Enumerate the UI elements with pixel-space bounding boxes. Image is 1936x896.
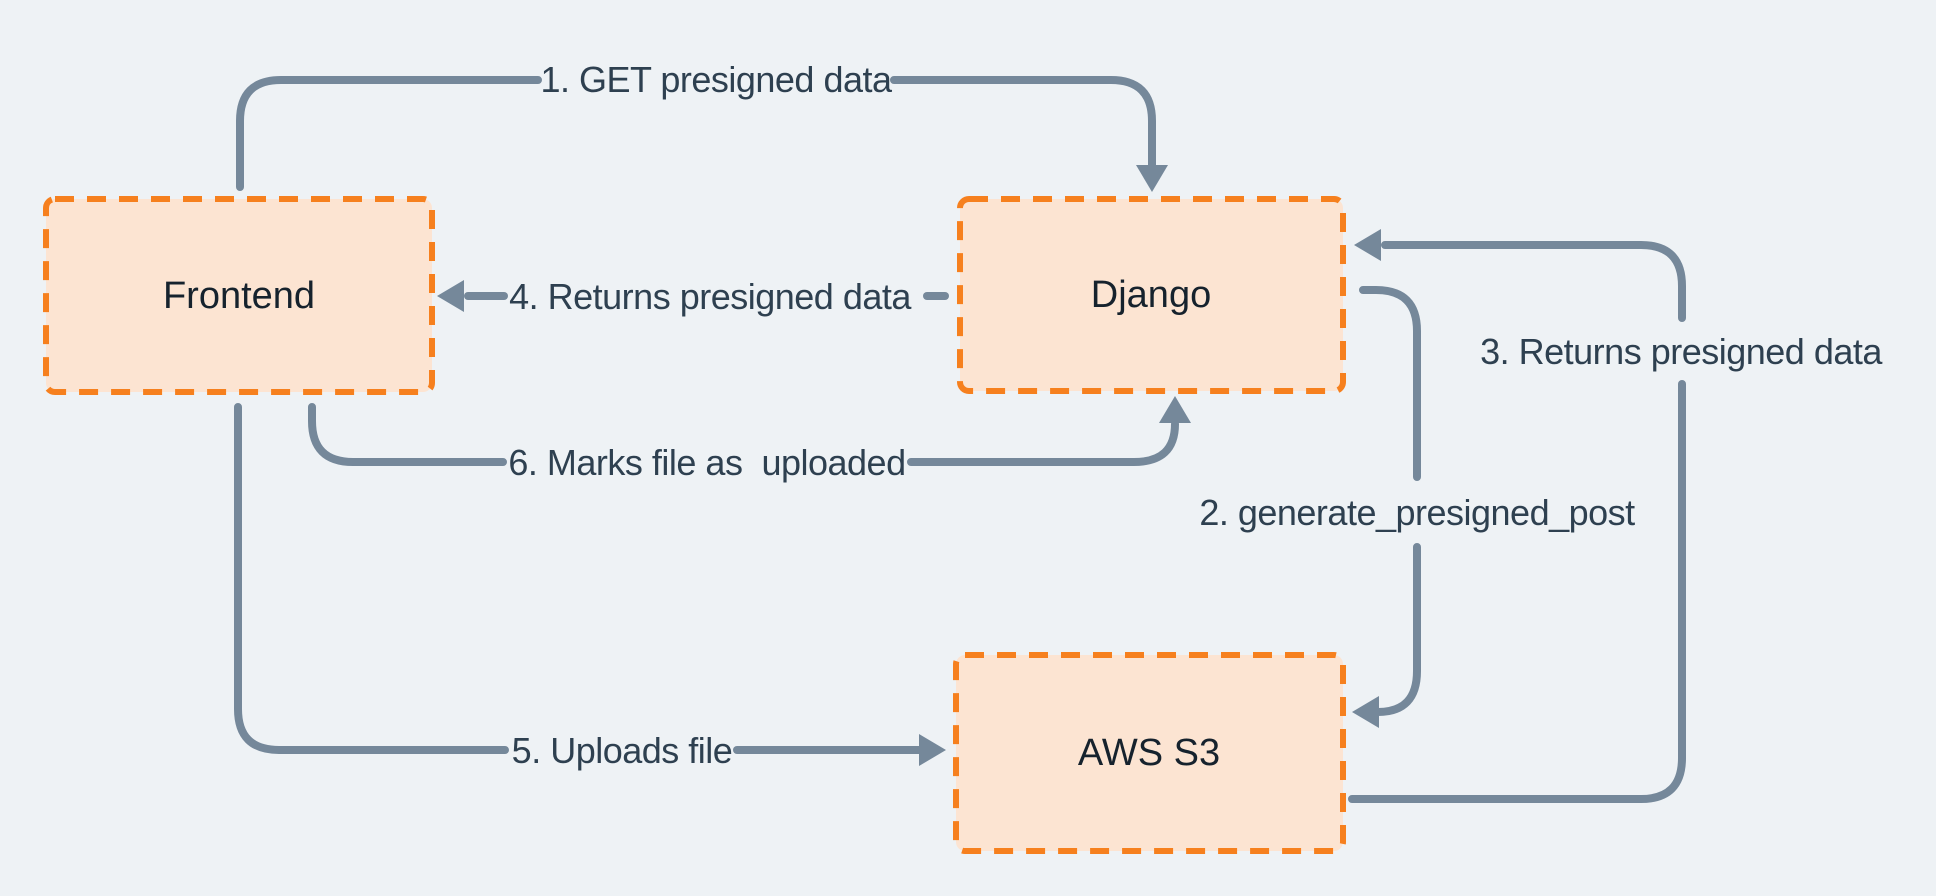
edge-6-label: 6. Marks file as uploaded	[508, 442, 906, 483]
edge-6-path-end	[907, 420, 1179, 466]
edge-2-arrowhead-left-icon	[1352, 696, 1379, 728]
edge-5-label: 5. Uploads file	[511, 730, 733, 771]
django-box	[957, 196, 1346, 394]
edge-6-path-start	[308, 403, 507, 466]
edge-2-path-end	[1374, 543, 1421, 716]
frontend-box-label: Frontend	[162, 275, 316, 317]
aws-s3-box-label: AWS S3	[1077, 732, 1221, 774]
edge-2-path-start	[1359, 286, 1421, 481]
aws-s3-box	[953, 652, 1346, 854]
edge-1-path-end	[890, 76, 1156, 170]
edge-1-label: 1. GET presigned data	[540, 59, 892, 100]
edge-5-arrowhead-right-icon	[919, 734, 946, 766]
edge-5-path-start	[234, 403, 509, 754]
edge-1-path-start	[236, 76, 542, 191]
edge-3-path-end	[1381, 241, 1686, 322]
edge-3-arrowhead-left-icon	[1354, 229, 1381, 261]
edge-1-arrowhead-down-icon	[1136, 165, 1168, 192]
edge-4-arrowhead-left-icon	[437, 280, 464, 312]
edge-3-label: 3. Returns presigned data	[1480, 331, 1882, 372]
django-box-label: Django	[1090, 274, 1212, 316]
frontend-box	[43, 196, 435, 395]
edge-2-label: 2. generate_presigned_post	[1199, 492, 1635, 533]
edge-6-arrowhead-up-icon	[1159, 396, 1191, 423]
edge-3-path-start	[1348, 380, 1686, 803]
edge-4-label: 4. Returns presigned data	[509, 276, 911, 317]
